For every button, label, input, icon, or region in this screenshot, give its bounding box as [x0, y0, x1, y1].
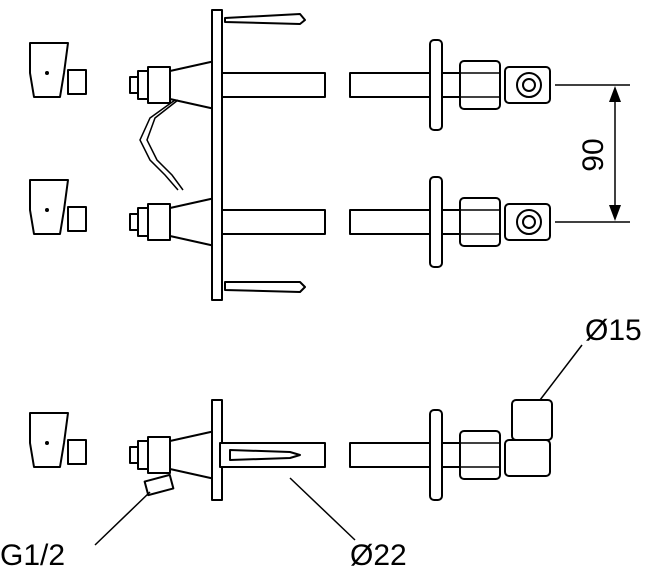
callout-outlet: Ø15 [539, 314, 642, 401]
elbow-upper [504, 66, 551, 104]
pipe-upper [219, 39, 501, 131]
key-lower [29, 179, 87, 235]
dimension-spacing: 90 [555, 84, 630, 223]
callout-thread: G1/2 [0, 491, 151, 572]
pipe-side [211, 399, 501, 501]
valve-lower [129, 197, 216, 247]
spacing-label: 90 [577, 138, 610, 171]
pipe-lower [219, 176, 501, 268]
elbow-lower [504, 203, 551, 241]
elbow-side [504, 399, 553, 477]
key-side [29, 412, 87, 468]
thread-label: G1/2 [0, 539, 65, 572]
callout-pipe: Ø22 [289, 477, 407, 572]
valve-side [129, 430, 216, 497]
mounting-plate [139, 9, 306, 301]
key-upper [29, 42, 87, 98]
outlet-diameter-label: Ø15 [585, 314, 642, 347]
pipe-diameter-label: Ø22 [350, 539, 407, 572]
